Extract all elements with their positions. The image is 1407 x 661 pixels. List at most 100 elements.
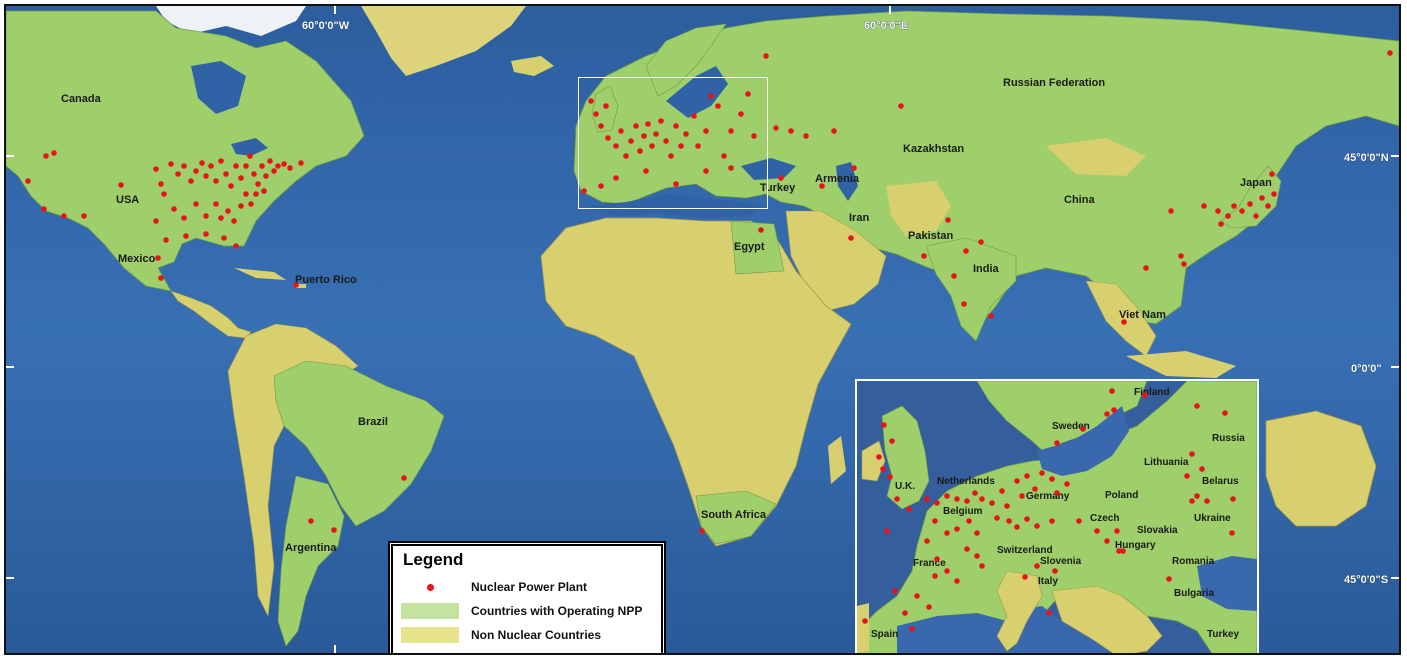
plant-dot <box>618 128 624 134</box>
plant-dot <box>1204 498 1210 504</box>
plant-dot <box>862 618 868 624</box>
plant-dot <box>603 103 609 109</box>
plant-dot <box>255 181 261 187</box>
iceland <box>511 56 554 76</box>
plant-dot <box>188 178 194 184</box>
plant-dot <box>1231 203 1237 209</box>
plant-dot <box>1194 493 1200 499</box>
plant-dot <box>924 496 930 502</box>
plant-dot <box>51 150 57 156</box>
plant-dot <box>263 173 269 179</box>
plant-dot <box>1039 470 1045 476</box>
plant-dot <box>851 165 857 171</box>
plant-dot <box>699 528 705 534</box>
plant-dot <box>1049 518 1055 524</box>
europe-extent-box <box>578 77 768 209</box>
legend-label: Nuclear Power Plant <box>471 580 588 594</box>
plant-dot <box>1006 518 1012 524</box>
great-lakes <box>231 138 268 156</box>
plant-dot <box>61 213 67 219</box>
cuba <box>234 268 286 280</box>
red-dot-icon <box>426 583 434 591</box>
inset-label-belgium: Belgium <box>943 506 983 517</box>
plant-dot <box>964 498 970 504</box>
plant-dot <box>259 163 265 169</box>
plant-dot <box>831 128 837 134</box>
plant-dot <box>988 313 994 319</box>
plant-dot <box>1052 568 1058 574</box>
inset-label-sweden: Sweden <box>1052 421 1090 432</box>
plant-dot <box>1142 392 1148 398</box>
plant-dot <box>889 438 895 444</box>
plant-dot <box>763 53 769 59</box>
inset-label-belarus: Belarus <box>1202 476 1239 487</box>
plant-dot <box>848 235 854 241</box>
plant-dot <box>308 518 314 524</box>
plant-dot <box>218 215 224 221</box>
hudson-bay <box>191 61 246 114</box>
inset-label-slovenia: Slovenia <box>1040 556 1082 567</box>
plant-dot <box>193 168 199 174</box>
plant-dot <box>1215 208 1221 214</box>
plant-dot <box>213 178 219 184</box>
plant-dot <box>819 183 825 189</box>
grid-label-45s: 45°0'0"S <box>1344 574 1388 586</box>
plant-dot <box>1222 410 1228 416</box>
inset-label-poland: Poland <box>1105 490 1138 501</box>
plant-dot <box>298 160 304 166</box>
main-plant-dots <box>25 50 1393 534</box>
plant-dot <box>974 530 980 536</box>
plant-dot <box>902 610 908 616</box>
plant-dot <box>1387 50 1393 56</box>
plant-dot <box>1189 451 1195 457</box>
grid-label-60e: 60°0'0"E <box>864 20 908 32</box>
plant-dot <box>898 103 904 109</box>
arctic-ice <box>156 6 306 36</box>
plant-dot <box>275 163 281 169</box>
legend-item-npp-country: Countries with Operating NPP <box>401 600 653 622</box>
plant-dot <box>1094 528 1100 534</box>
plant-dot <box>267 158 273 164</box>
inset-baltic <box>1037 406 1129 476</box>
plant-dot <box>673 181 679 187</box>
plant-dot <box>678 143 684 149</box>
plant-dot <box>921 253 927 259</box>
inset-uk <box>881 405 930 510</box>
inset-label-italy: Italy <box>1038 576 1058 587</box>
plant-dot <box>1230 496 1236 502</box>
plant-dot <box>1114 528 1120 534</box>
plant-dot <box>613 175 619 181</box>
plant-dot <box>932 573 938 579</box>
plant-dot <box>989 500 995 506</box>
inset-label-netherlands: Netherlands <box>937 476 995 487</box>
plant-dot <box>175 171 181 177</box>
north-america <box>6 10 365 292</box>
plant-dot <box>41 206 47 212</box>
label-south-africa: South Africa <box>701 509 767 521</box>
legend-item-plant: Nuclear Power Plant <box>401 576 653 598</box>
plant-dot <box>1104 538 1110 544</box>
plant-dot <box>228 183 234 189</box>
plant-dot <box>641 133 647 139</box>
inset-label-uk: U.K. <box>895 481 915 492</box>
plant-dot <box>1189 498 1195 504</box>
grid-label-60w: 60°0'0"W <box>302 20 350 32</box>
plant-dot <box>954 578 960 584</box>
argentina-shape <box>277 475 345 647</box>
plant-dot <box>605 135 611 141</box>
plant-dot <box>758 227 764 233</box>
plant-dot <box>906 506 912 512</box>
label-usa: USA <box>116 194 139 206</box>
plant-dot <box>695 143 701 149</box>
plant-dot <box>745 91 751 97</box>
australia <box>1265 410 1377 527</box>
plant-dot <box>1034 523 1040 529</box>
plant-dot <box>1269 171 1275 177</box>
plant-dot <box>168 161 174 167</box>
inset-plant-dots <box>862 388 1236 632</box>
plant-dot <box>598 183 604 189</box>
plant-dot <box>81 213 87 219</box>
inset-label-hungary: Hungary <box>1115 540 1156 551</box>
plant-dot <box>1121 319 1127 325</box>
plant-dot <box>658 118 664 124</box>
